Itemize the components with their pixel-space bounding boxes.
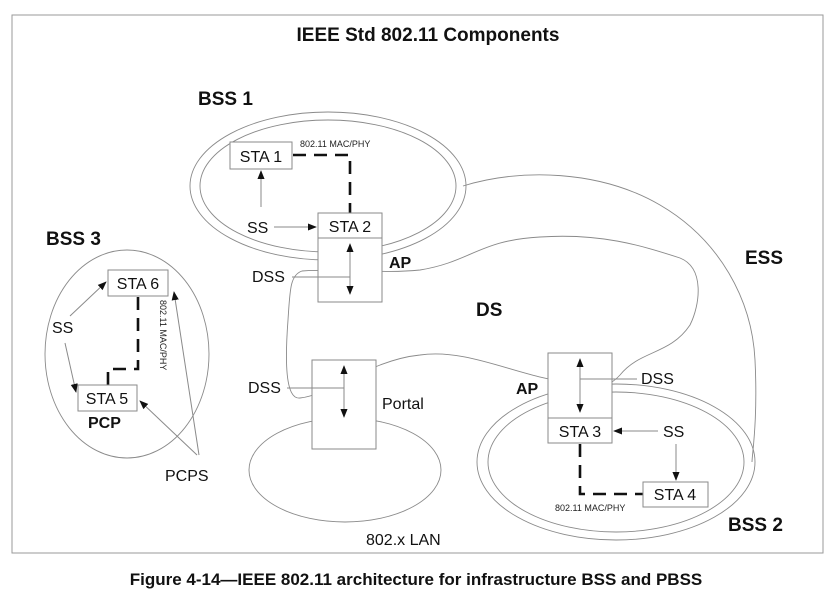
ss-bss3-label: SS [52, 320, 73, 337]
diagram-title: IEEE Std 802.11 Components [297, 25, 560, 46]
bss3-macphy-link [106, 297, 140, 385]
sta5-box [77, 384, 138, 412]
sta2-label: STA 2 [329, 219, 371, 236]
bss1-macphy-label: 802.11 MAC/PHY [300, 139, 370, 149]
sta4-label: STA 4 [654, 487, 696, 504]
sta6-box [107, 269, 169, 297]
pcp-label: PCP [88, 415, 121, 432]
dss-ap1-label: DSS [252, 269, 285, 286]
sta4-box [642, 481, 709, 508]
bss2-outer-ring [476, 383, 756, 541]
ss-to-sta6-arrow [69, 281, 107, 317]
bss1-label: BSS 1 [198, 89, 253, 110]
pcps-to-sta6-arrow [171, 291, 200, 456]
ap-bottom-label: AP [516, 381, 539, 398]
bss3-macphy-label: 802.11 MAC/PHY [158, 300, 168, 370]
ds-label: DS [476, 300, 502, 321]
sta1-label: STA 1 [240, 149, 282, 166]
bss1-macphy-link [293, 153, 352, 213]
bss3-label: BSS 3 [46, 229, 101, 250]
sta5-node: STA 5 [77, 384, 138, 412]
bss2-label: BSS 2 [728, 515, 783, 536]
sta6-label: STA 6 [117, 276, 159, 293]
sta6-node: STA 6 [107, 269, 169, 297]
bss3-ring [44, 249, 210, 459]
portal-label: Portal [382, 396, 424, 413]
lan-label: 802.x LAN [366, 532, 441, 549]
sta3-label: STA 3 [559, 424, 601, 441]
ds-boundary [285, 235, 699, 399]
sta1-node: STA 1 [229, 141, 293, 170]
sta1-box [229, 141, 293, 170]
dss-portal-label: DSS [248, 380, 281, 397]
pcps-label: PCPS [165, 468, 209, 485]
ess-boundary [462, 174, 757, 463]
ss-bss1-label: SS [247, 220, 268, 237]
sta5-label: STA 5 [86, 391, 128, 408]
pcps-to-sta5-arrow [139, 400, 198, 456]
dss-ap2-label: DSS [641, 371, 674, 388]
figure-caption: Figure 4-14—IEEE 802.11 architecture for… [130, 570, 703, 589]
ap-top-label: AP [389, 255, 412, 272]
ss-bss2-label: SS [663, 424, 684, 441]
ss-to-sta5-arrow [64, 342, 78, 393]
ess-label: ESS [745, 248, 783, 269]
bss2-inner-ring [487, 391, 745, 533]
bss2-macphy-link [578, 444, 643, 496]
sta4-node: STA 4 [642, 481, 709, 508]
bss2-macphy-label: 802.11 MAC/PHY [555, 503, 625, 513]
